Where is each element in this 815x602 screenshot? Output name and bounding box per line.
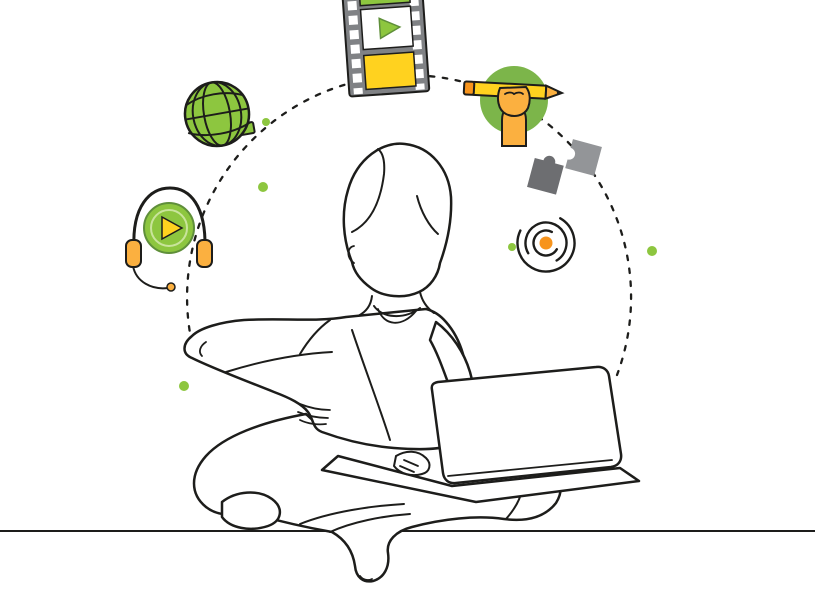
globe-equator: [184, 107, 250, 121]
globe-parallel-1: [185, 92, 245, 107]
neck-left-line: [357, 295, 373, 317]
laptop-base: [320, 454, 641, 504]
collar-inner-line: [377, 308, 417, 324]
mic-arm: [132, 265, 169, 290]
spiral-center-dot: [539, 236, 553, 250]
pencil-eraser: [462, 80, 476, 96]
finger-line: [299, 419, 327, 426]
toe-line: [359, 575, 373, 581]
mic-icon: [166, 282, 176, 292]
accent-dots: [179, 118, 657, 391]
headphones-icon: [125, 186, 213, 292]
laptop: [320, 365, 641, 504]
puzzle-icon: [527, 139, 602, 195]
elbow-fold-line: [199, 341, 207, 357]
puzzle-piece-light: [565, 139, 602, 176]
spiral-ring-1: [532, 229, 560, 257]
shin-cross-line: [299, 503, 405, 525]
globe-icon: [183, 80, 256, 148]
play-icon: [378, 17, 402, 40]
green-dot: [262, 118, 270, 126]
puzzle-piece-dark: [527, 155, 564, 195]
person-torso: [183, 307, 470, 451]
hair-fringe-line: [351, 148, 386, 233]
hair-side-line: [416, 195, 439, 235]
finger-line: [297, 411, 329, 419]
person-head: [342, 142, 453, 317]
pencil-lead: [556, 90, 562, 96]
headphones-band: [132, 186, 207, 250]
fist-icon: [497, 85, 531, 117]
knuckle-line-2: [513, 91, 524, 95]
person-tucked-foot: [220, 491, 281, 530]
filmstrip-holes-right: [407, 0, 425, 91]
finger-line: [299, 403, 331, 411]
person-right-hand: [393, 450, 431, 477]
green-dot: [647, 246, 657, 256]
neck-right-line: [419, 291, 435, 314]
green-dot: [179, 381, 189, 391]
pencil-hand-icon: [462, 66, 565, 147]
pencil-tip: [544, 84, 565, 101]
spiral-target-icon: [516, 213, 576, 273]
green-dot: [508, 243, 516, 251]
filmstrip-icon: [339, 0, 431, 98]
filmstrip-holes-left: [345, 0, 363, 95]
filmstrip-frame-green: [357, 0, 411, 7]
laptop-hinge-line: [447, 459, 613, 477]
finger-line: [403, 459, 419, 467]
headphones-cup-right: [196, 239, 213, 268]
person-figure: [183, 142, 641, 583]
shirt-fold-line: [351, 329, 391, 441]
headphones-cup-left: [125, 239, 142, 268]
play-icon: [161, 215, 184, 241]
sleeve-line: [299, 319, 331, 355]
green-dot: [258, 182, 268, 192]
person-left-hand: [297, 403, 331, 426]
laptop-screen: [430, 365, 623, 485]
globe-parallel-2: [187, 121, 251, 136]
ankle-cross-line: [329, 513, 411, 533]
head-outline: [342, 142, 453, 298]
left-arm-inner-line: [225, 351, 333, 373]
finger-line: [399, 465, 415, 473]
audio-play-ring: [150, 209, 188, 247]
ear-line: [347, 245, 355, 264]
spiral-ring-2: [524, 221, 568, 265]
spiral-ring-3: [516, 213, 576, 273]
filmstrip-frame-yellow: [362, 51, 417, 91]
